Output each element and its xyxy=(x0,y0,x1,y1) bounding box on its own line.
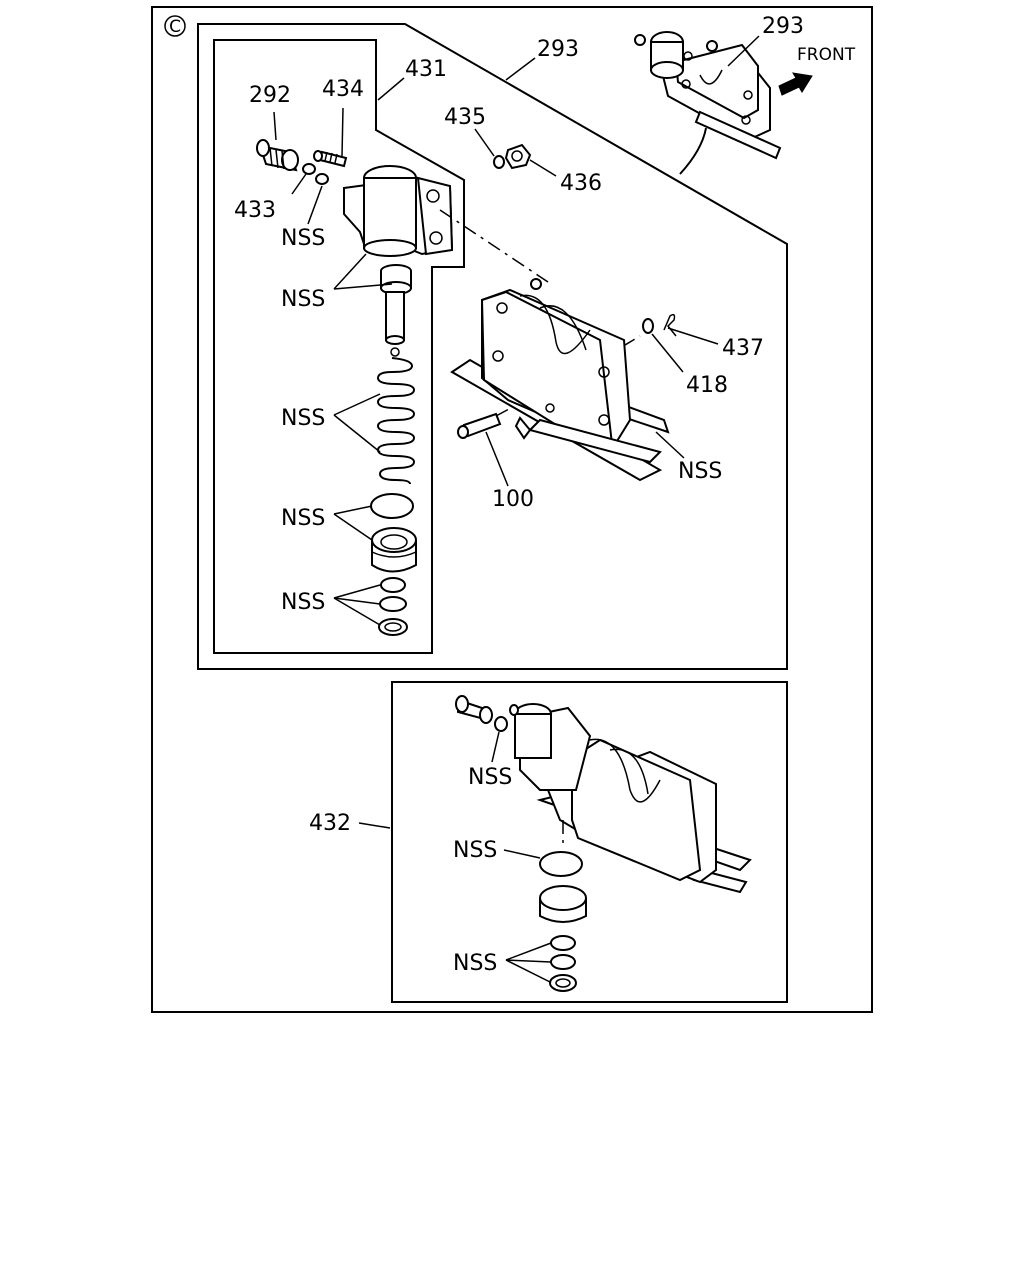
inset-piston-cap xyxy=(539,885,587,923)
label-437: 437 xyxy=(722,336,764,361)
nss-seal-2 xyxy=(379,596,407,612)
inset-nss-seal-1 xyxy=(550,935,576,951)
label-nss-433: NSS xyxy=(281,226,325,251)
front-arrow-icon xyxy=(778,72,813,96)
inset-nss-seal-3 xyxy=(549,974,577,992)
part-437-clip xyxy=(663,313,677,337)
label-nss-seals: NSS xyxy=(281,590,325,615)
label-432: 432 xyxy=(309,811,351,836)
centerline-bolt xyxy=(439,209,549,283)
label-292: 292 xyxy=(249,83,291,108)
label-431: 431 xyxy=(405,57,447,82)
part-434-bleeder xyxy=(313,150,348,168)
leader-lines xyxy=(273,35,760,983)
label-nss-spring: NSS xyxy=(281,406,325,431)
piston-rod xyxy=(380,264,412,357)
piston-cap xyxy=(371,527,417,573)
nss-seal-1 xyxy=(380,577,406,593)
part-292-fitting xyxy=(256,139,299,172)
part-418-washer xyxy=(642,318,654,334)
part-436-nut xyxy=(504,143,532,170)
nss-seal-3 xyxy=(378,618,408,636)
inset-nss-seal-2 xyxy=(550,954,576,970)
label-nss-inset-a: NSS xyxy=(468,765,512,790)
return-spring xyxy=(376,357,416,485)
label-nss-bracket: NSS xyxy=(678,459,722,484)
label-nss-inset-b: NSS xyxy=(453,838,497,863)
label-435: 435 xyxy=(444,105,486,130)
label-434: 434 xyxy=(322,77,364,102)
front-label: FRONT xyxy=(797,45,856,65)
label-nss-body: NSS xyxy=(281,287,325,312)
label-436: 436 xyxy=(560,171,602,196)
part-100-pin xyxy=(457,412,502,439)
copyright-mark: C xyxy=(164,15,186,37)
inset-assembly-432 xyxy=(455,695,752,894)
locator-view xyxy=(634,31,782,160)
label-nss-oring: NSS xyxy=(281,506,325,531)
label-293: 293 xyxy=(537,37,579,62)
assembly-432-box xyxy=(391,681,788,1003)
nss-washer xyxy=(315,173,329,185)
cylinder-body xyxy=(343,165,454,257)
label-nss-inset-c: NSS xyxy=(453,951,497,976)
label-433: 433 xyxy=(234,198,276,223)
svg-text:C: C xyxy=(169,17,181,37)
locator-arrow xyxy=(679,127,707,175)
outer-frame xyxy=(151,6,873,1013)
inset-nss-oring xyxy=(539,851,583,877)
part-435-washer xyxy=(493,155,505,169)
pedal-bracket xyxy=(450,278,670,482)
inset-nss-washer xyxy=(494,716,508,732)
label-100: 100 xyxy=(492,487,534,512)
nss-oring-large xyxy=(370,493,414,519)
part-433-cap xyxy=(302,163,316,175)
assembly-431-outline xyxy=(213,39,465,654)
label-418: 418 xyxy=(686,373,728,398)
label-293-top: 293 xyxy=(762,14,804,39)
assembly-293-outline xyxy=(197,23,788,670)
